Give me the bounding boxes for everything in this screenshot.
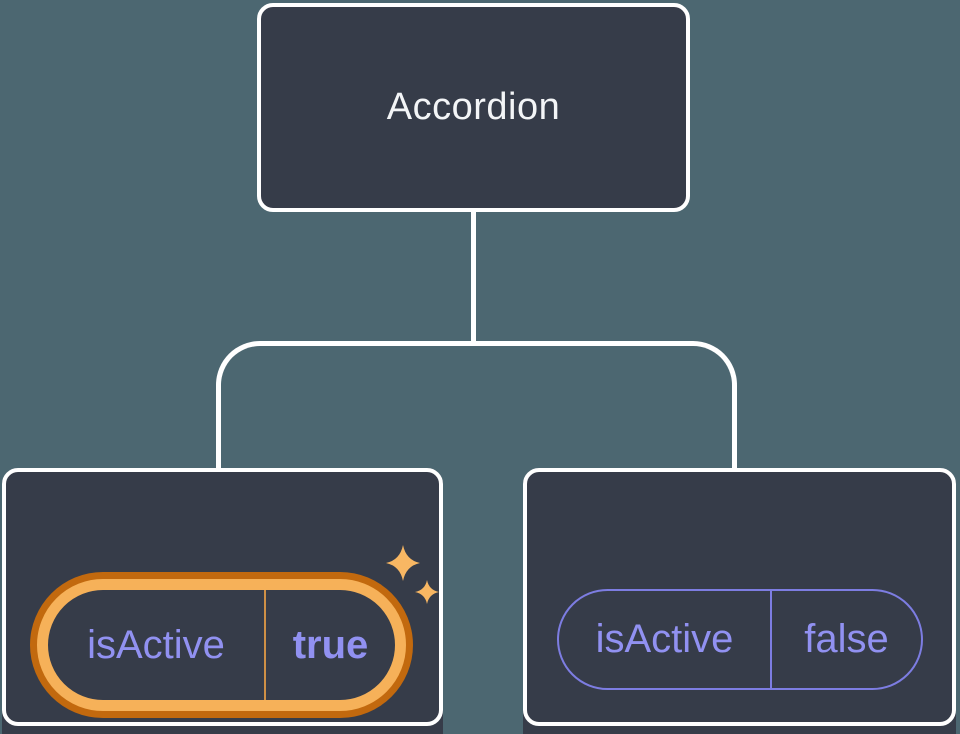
prop-pill-active: isActive true: [37, 579, 406, 711]
pill-divider: [264, 590, 266, 700]
connector-branch: [216, 341, 737, 471]
connector-root-stem: [471, 212, 476, 346]
prop-value: true: [292, 622, 369, 667]
prop-pill-inactive: isActive false: [557, 589, 923, 690]
prop-name: isActive: [595, 617, 734, 661]
prop-value: false: [804, 617, 889, 661]
accordion-node: Accordion: [257, 3, 690, 212]
accordion-node-label: Accordion: [386, 86, 561, 128]
pill-divider: [770, 591, 772, 688]
panel-node-inactive: Panel isActive false: [523, 468, 956, 734]
sparkle-icon: [382, 542, 442, 612]
prop-name: isActive: [87, 622, 225, 667]
